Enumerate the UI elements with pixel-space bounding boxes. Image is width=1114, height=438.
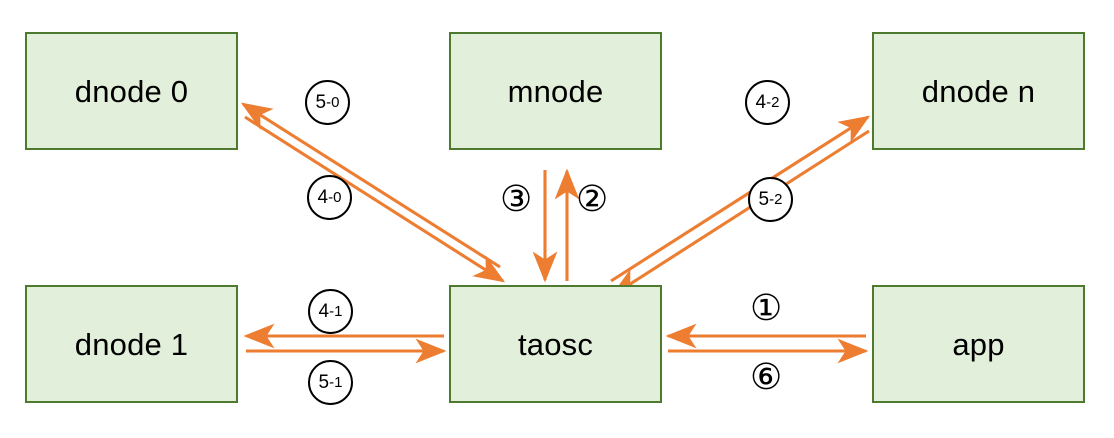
step-label-4-1: 4 - 1 — [308, 289, 353, 334]
node-taosc[interactable]: taosc — [449, 285, 662, 403]
step-label-4-1-sep: - — [329, 303, 335, 320]
step-label-4-0-main: 4 — [317, 187, 329, 208]
step-label-5-2: 5 - 2 — [748, 177, 793, 222]
node-taosc-label: taosc — [517, 326, 594, 362]
node-dnoden[interactable]: dnode n — [872, 32, 1085, 150]
step-label-4-0: 4 - 0 — [307, 175, 352, 220]
step-label-3: ③ — [500, 179, 533, 220]
step-label-5-0: 5 - 0 — [305, 80, 350, 125]
node-app[interactable]: app — [872, 285, 1085, 403]
step-label-5-2-main: 5 — [758, 189, 770, 210]
node-dnoden-label: dnode n — [921, 73, 1036, 109]
node-app-label: app — [952, 326, 1005, 362]
step-label-5-0-sep: - — [326, 94, 332, 111]
arrow-dnode0-to-taosc — [244, 115, 506, 283]
step-label-4-0-sub: 0 — [333, 189, 342, 206]
step-label-4-2-sub: 2 — [771, 94, 780, 111]
step-label-4-2: 4 - 2 — [745, 80, 790, 125]
step-label-1: ① — [750, 288, 783, 329]
step-label-5-0-sub: 0 — [331, 94, 340, 111]
step-label-4-1-main: 4 — [318, 301, 330, 322]
arrow-taosc-to-dnoden — [610, 115, 871, 283]
node-dnode0[interactable]: dnode 0 — [25, 32, 238, 150]
step-label-5-2-sep: - — [769, 191, 775, 208]
arrow-dnoden-to-taosc — [610, 129, 870, 297]
step-label-5-1-sub: 1 — [334, 374, 343, 391]
step-label-5-1-main: 5 — [318, 372, 330, 393]
step-label-4-2-main: 4 — [755, 92, 767, 113]
step-label-5-0-main: 5 — [315, 92, 327, 113]
step-label-5-2-sub: 2 — [774, 191, 783, 208]
node-dnode0-label: dnode 0 — [74, 73, 189, 109]
node-mnode[interactable]: mnode — [449, 32, 662, 150]
step-label-4-2-sep: - — [766, 94, 772, 111]
step-label-6: ⑥ — [750, 357, 783, 398]
arrow-taosc-to-dnode0 — [240, 102, 501, 269]
step-label-4-0-sep: - — [328, 189, 334, 206]
node-dnode1-label: dnode 1 — [74, 326, 189, 362]
step-label-2: ② — [576, 179, 609, 220]
step-label-5-1-sep: - — [329, 374, 335, 391]
node-dnode1[interactable]: dnode 1 — [25, 285, 238, 403]
step-label-5-1: 5 - 1 — [308, 360, 353, 405]
step-label-4-1-sub: 1 — [334, 303, 343, 320]
node-mnode-label: mnode — [507, 73, 604, 109]
